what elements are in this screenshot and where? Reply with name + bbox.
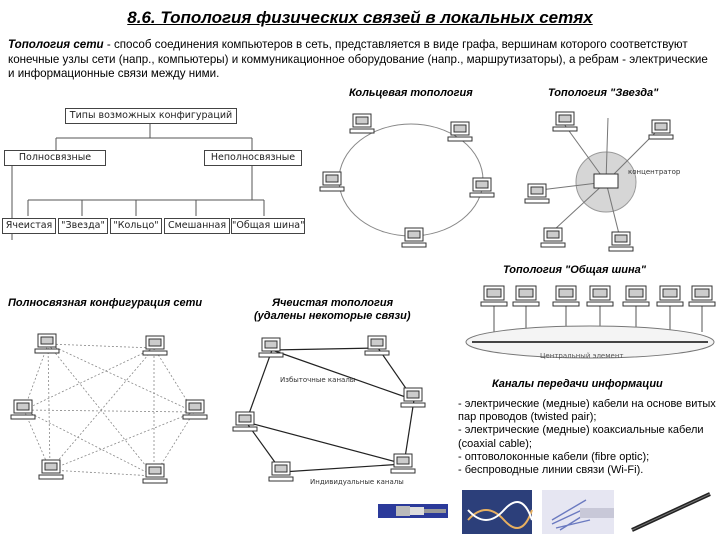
tree-root-box: Типы возможных конфигураций: [65, 108, 237, 124]
cable-photos: [376, 490, 716, 534]
ring-topology-diagram: [319, 113, 495, 248]
individual-channels-label: Индивидуальные каналы: [310, 478, 404, 486]
cables-heading: Каналы передачи информации: [492, 378, 663, 390]
wireless-cable-photo: [628, 490, 716, 534]
star-hub-label: концентратор: [628, 168, 681, 176]
tree-leaf-mesh: Ячеистая: [2, 218, 56, 234]
redundant-channels-label: Избыточные каналы: [280, 376, 355, 384]
bus-topology-diagram: Центральный элемент: [465, 285, 716, 360]
bus-topology-label: Топология "Общая шина": [503, 264, 646, 276]
cable-item-twisted-pair: - электрические (медные) кабели на основ…: [458, 398, 716, 424]
ring-topology-label: Кольцевая топология: [349, 87, 473, 99]
full-mesh-diagram: [10, 333, 208, 484]
cables-list: - электрические (медные) кабели на основ…: [458, 398, 718, 477]
full-mesh-label: Полносвязная конфигурация сети: [8, 297, 203, 309]
fibre-optic-photo: [542, 490, 614, 534]
star-topology-label: Топология "Звезда": [548, 87, 659, 99]
mesh-label-line1: Ячеистая топология: [272, 297, 394, 309]
cable-item-fibre: - оптоволоконные кабели (fibre optic);: [458, 450, 650, 463]
tree-leaf-ring: "Кольцо": [110, 218, 162, 234]
cable-item-coaxial: - электрические (медные) коаксиальные ка…: [458, 424, 704, 450]
tree-leaf-mixed: Смешанная: [164, 218, 230, 234]
bus-center-label: Центральный элемент: [540, 352, 623, 360]
intro-paragraph: Топология сети - способ соединения компь…: [8, 38, 708, 82]
tree-full-box: Полносвязные: [4, 150, 106, 166]
star-topology-diagram: концентратор: [524, 111, 681, 252]
tree-leaf-star: "Звезда": [58, 218, 108, 234]
tree-partial-box: Неполносвязные: [204, 150, 302, 166]
coaxial-cable-photo: [376, 490, 448, 534]
mesh-label-line2: (удалены некоторые связи): [254, 310, 411, 322]
cable-item-wireless: - беспроводные линии связи (Wi-Fi).: [458, 464, 644, 477]
tree-leaf-bus: "Общая шина": [231, 218, 305, 234]
partial-mesh-diagram: Избыточные каналы Индивидуальные каналы: [232, 335, 426, 486]
intro-text: - способ соединения компьютеров в сеть, …: [8, 38, 708, 80]
intro-term: Топология сети: [8, 38, 104, 51]
twisted-pair-photo: [462, 490, 533, 534]
page-title: 8.6. Топология физических связей в локал…: [127, 8, 593, 27]
